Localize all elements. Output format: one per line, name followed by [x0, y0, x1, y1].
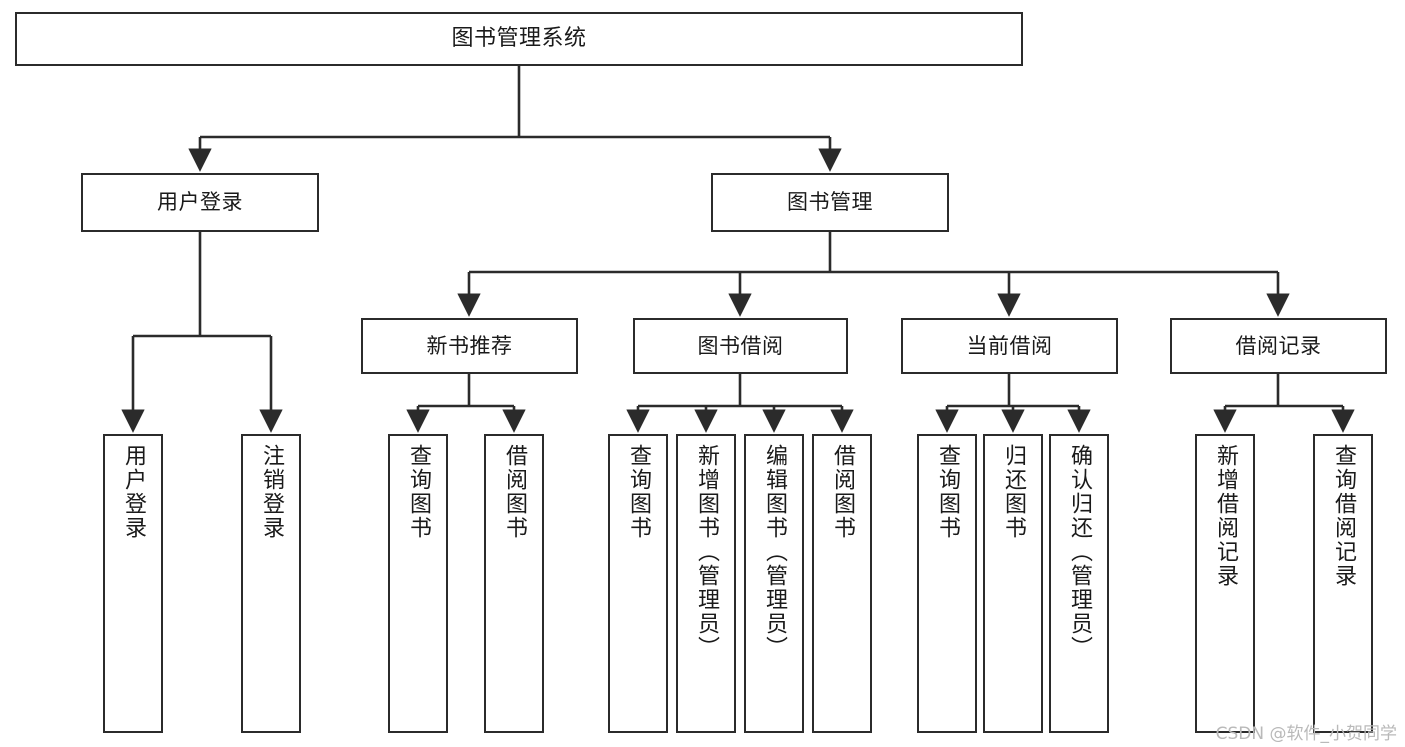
node-leaf-query-book-current[interactable]: 查询图书 — [917, 434, 977, 733]
node-level2-book-manage[interactable]: 图书管理 — [711, 173, 949, 232]
node-leaf-borrow-book-newbook[interactable]: 借阅图书 — [484, 434, 544, 733]
node-level3-current-borrow-label: 当前借阅 — [966, 333, 1053, 358]
node-leaf-return-book[interactable]: 归还图书 — [983, 434, 1043, 733]
node-leaf-logout[interactable]: 注销登录 — [241, 434, 301, 733]
node-root[interactable]: 图书管理系统 — [15, 12, 1023, 66]
node-level2-user-login[interactable]: 用户登录 — [81, 173, 319, 232]
node-leaf-borrow-book[interactable]: 借阅图书 — [812, 434, 872, 733]
node-leaf-query-book-borrow[interactable]: 查询图书 — [608, 434, 668, 733]
node-leaf-query-borrow-record[interactable]: 查询借阅记录 — [1313, 434, 1373, 733]
node-leaf-return-book-label: 归还图书 — [1001, 444, 1026, 540]
node-leaf-add-book-admin-label: 新增图书（管理员） — [694, 444, 719, 660]
node-level3-borrow-record[interactable]: 借阅记录 — [1170, 318, 1387, 374]
node-leaf-add-book-admin[interactable]: 新增图书（管理员） — [676, 434, 736, 733]
node-leaf-add-borrow-record-label: 新增借阅记录 — [1213, 444, 1238, 588]
node-root-label: 图书管理系统 — [451, 26, 587, 52]
node-leaf-query-book-current-label: 查询图书 — [935, 444, 960, 540]
node-leaf-query-book-newbook-label: 查询图书 — [406, 444, 431, 540]
node-leaf-edit-book-admin-label: 编辑图书（管理员） — [762, 444, 787, 660]
node-leaf-query-book-newbook[interactable]: 查询图书 — [388, 434, 448, 733]
node-leaf-query-borrow-record-label: 查询借阅记录 — [1331, 444, 1356, 588]
node-level3-book-borrow-label: 图书借阅 — [697, 333, 784, 358]
node-level2-user-login-label: 用户登录 — [157, 190, 243, 215]
node-leaf-user-login[interactable]: 用户登录 — [103, 434, 163, 733]
node-leaf-edit-book-admin[interactable]: 编辑图书（管理员） — [744, 434, 804, 733]
node-leaf-confirm-return-admin[interactable]: 确认归还（管理员） — [1049, 434, 1109, 733]
node-level3-current-borrow[interactable]: 当前借阅 — [901, 318, 1118, 374]
node-leaf-borrow-book-newbook-label: 借阅图书 — [502, 444, 527, 540]
csdn-watermark: CSDN @软件_小贺同学 — [1215, 724, 1397, 744]
node-leaf-borrow-book-label: 借阅图书 — [830, 444, 855, 540]
node-level3-book-borrow[interactable]: 图书借阅 — [633, 318, 848, 374]
node-leaf-logout-label: 注销登录 — [259, 444, 284, 540]
node-leaf-confirm-return-admin-label: 确认归还（管理员） — [1067, 444, 1092, 660]
node-leaf-query-book-borrow-label: 查询图书 — [626, 444, 651, 540]
node-level3-new-book-label: 新书推荐 — [426, 333, 513, 358]
node-level3-new-book[interactable]: 新书推荐 — [361, 318, 578, 374]
node-level3-borrow-record-label: 借阅记录 — [1235, 333, 1322, 358]
node-leaf-user-login-label: 用户登录 — [121, 444, 146, 540]
node-leaf-add-borrow-record[interactable]: 新增借阅记录 — [1195, 434, 1255, 733]
node-level2-book-manage-label: 图书管理 — [787, 190, 873, 215]
